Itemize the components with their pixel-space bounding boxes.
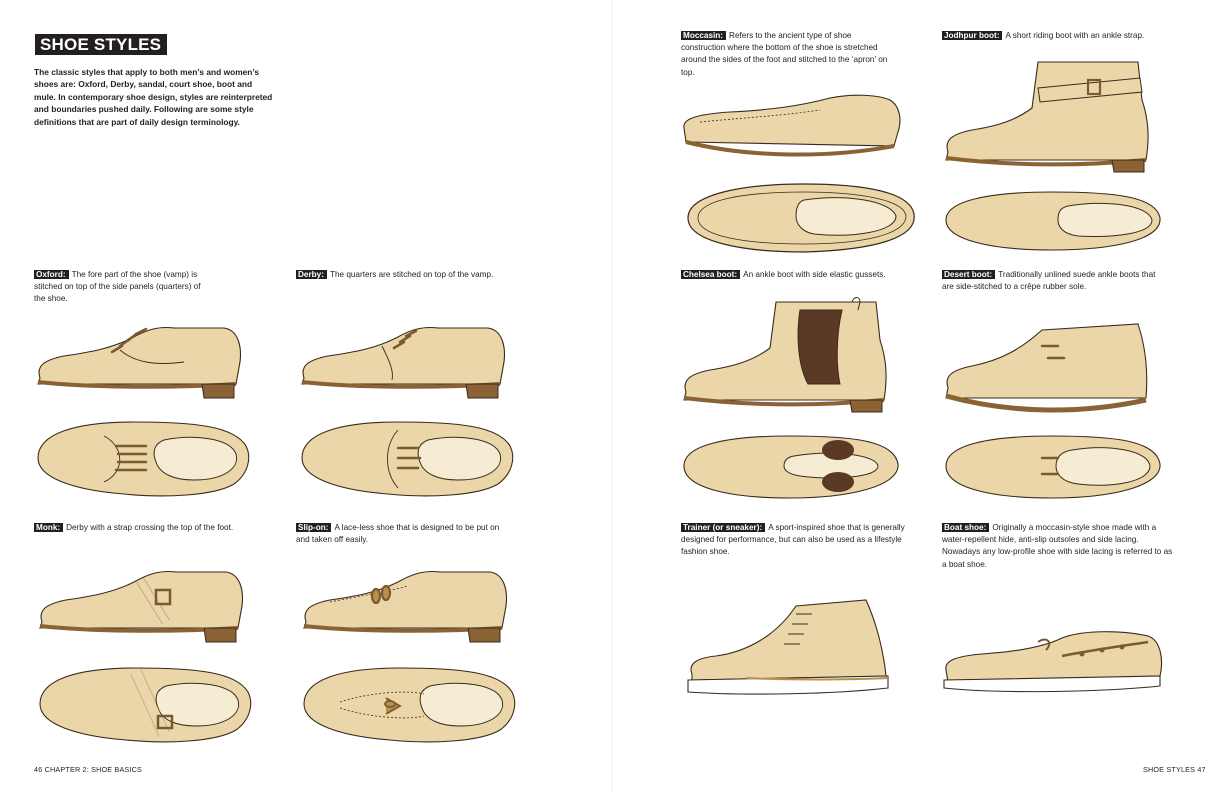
- term-label: Moccasin:: [681, 31, 727, 40]
- entry-derby: Derby:The quarters are stitched on top o…: [296, 269, 556, 281]
- entry-desert-boot: Desert boot:Traditionally unlined suede …: [942, 269, 1157, 293]
- page-heading: SHOE STYLES: [35, 34, 168, 55]
- entry-trainer: Trainer (or sneaker):A sport-inspired sh…: [681, 522, 921, 559]
- term-label: Monk:: [34, 523, 64, 532]
- folio-left: 46 CHAPTER 2: SHOE BASICS: [34, 765, 143, 774]
- term-label: Slip-on:: [296, 523, 332, 532]
- moccasin-side-illustration: [683, 94, 901, 157]
- term-label: Boat shoe:: [942, 523, 990, 532]
- entry-slip-on: Slip-on:A lace-less shoe that is designe…: [296, 522, 506, 546]
- term-label: Trainer (or sneaker):: [681, 523, 766, 532]
- chelsea-boot-side-illustration: [682, 297, 889, 414]
- oxford-side-illustration: [36, 325, 243, 400]
- entry-monk: Monk:Derby with a strap crossing the top…: [34, 522, 274, 534]
- definition-text: A short riding boot with an ankle strap.: [1005, 31, 1145, 40]
- definition-text: Originally a moccasin-style shoe made wi…: [942, 523, 1173, 569]
- gutter-divider: [611, 0, 613, 794]
- definition-text: An ankle boot with side elastic gussets.: [743, 270, 886, 279]
- term-label: Jodhpur boot:: [942, 31, 1003, 40]
- trainer-side-illustration: [687, 599, 889, 695]
- left-page: SHOE STYLES The classic styles that appl…: [0, 0, 612, 794]
- desert-boot-side-illustration: [945, 323, 1148, 413]
- definition-text: A lace-less shoe that is designed to be …: [296, 523, 500, 545]
- monk-top-illustration: [39, 667, 252, 743]
- derby-side-illustration: [300, 325, 507, 400]
- jodhpur-boot-top-illustration: [945, 191, 1161, 251]
- slip-on-side-illustration: [302, 569, 509, 644]
- entry-jodhpur-boot: Jodhpur boot:A short riding boot with an…: [942, 30, 1202, 42]
- entry-boat-shoe: Boat shoe:Originally a moccasin-style sh…: [942, 522, 1174, 571]
- oxford-top-illustration: [37, 421, 250, 497]
- term-label: Chelsea boot:: [681, 270, 741, 279]
- folio-right: SHOE STYLES 47: [1143, 765, 1206, 774]
- chelsea-boot-top-illustration: [683, 435, 899, 499]
- right-page: Moccasin:Refers to the ancient type of s…: [612, 0, 1225, 794]
- definition-text: Traditionally unlined suede ankle boots …: [942, 270, 1156, 292]
- entry-moccasin: Moccasin:Refers to the ancient type of s…: [681, 30, 891, 79]
- desert-boot-top-illustration: [945, 435, 1161, 499]
- definition-text: Derby with a strap crossing the top of t…: [66, 523, 234, 532]
- definition-text: Refers to the ancient type of shoe const…: [681, 31, 888, 77]
- term-label: Derby:: [296, 270, 327, 279]
- entry-chelsea-boot: Chelsea boot:An ankle boot with side ela…: [681, 269, 941, 281]
- definition-text: The quarters are stitched on top of the …: [329, 270, 494, 279]
- monk-side-illustration: [38, 569, 245, 644]
- moccasin-top-illustration: [687, 183, 915, 253]
- definition-text: The fore part of the shoe (vamp) is stit…: [34, 270, 201, 304]
- derby-top-illustration: [301, 421, 514, 497]
- slip-on-top-illustration: [303, 667, 516, 743]
- definition-text: A sport-inspired shoe that is generally …: [681, 523, 905, 557]
- boat-shoe-side-illustration: [943, 631, 1163, 693]
- term-label: Oxford:: [34, 270, 69, 279]
- term-label: Desert boot:: [942, 270, 996, 279]
- entry-oxford: Oxford:The fore part of the shoe (vamp) …: [34, 269, 204, 306]
- intro-paragraph: The classic styles that apply to both me…: [34, 67, 273, 127]
- jodhpur-boot-side-illustration: [944, 60, 1151, 174]
